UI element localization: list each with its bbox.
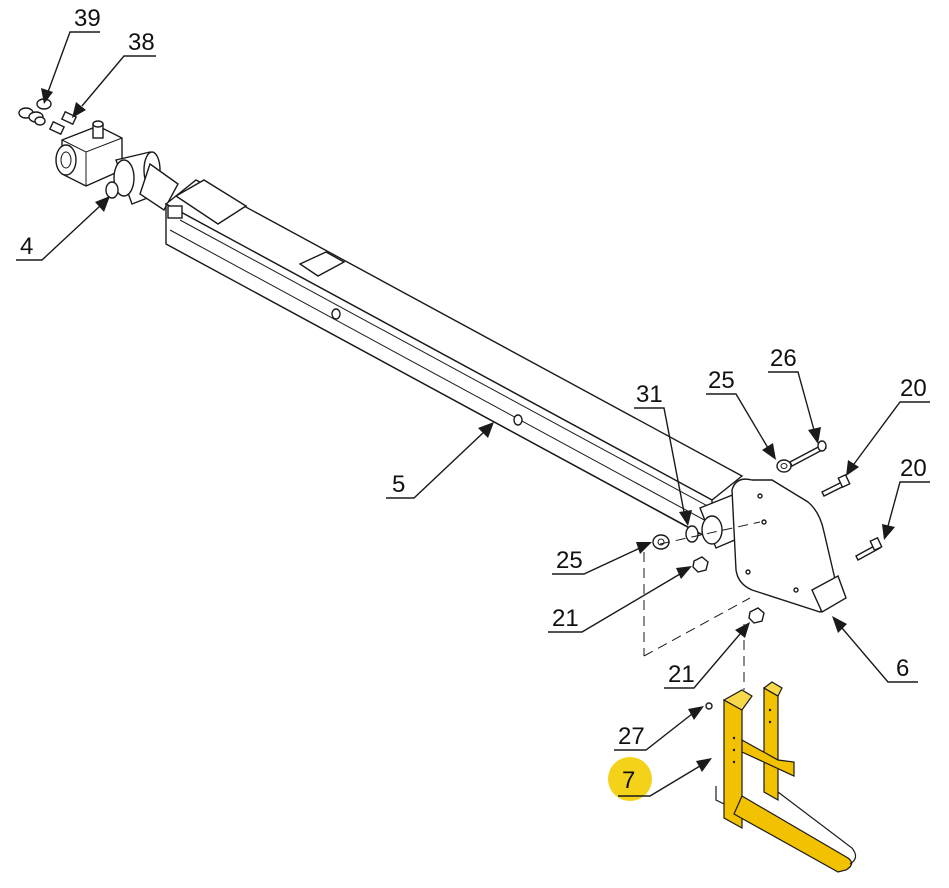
callout-label: 31 <box>636 381 663 408</box>
callout-20-bottom: 20 <box>882 455 930 540</box>
callout-label: 38 <box>128 29 155 56</box>
callout-label: 25 <box>556 547 583 574</box>
bolt-20-bottom <box>855 536 883 561</box>
nut-27 <box>705 702 713 710</box>
pin-26 <box>789 440 827 467</box>
callout-26: 26 <box>768 345 821 444</box>
callout-25-top: 25 <box>706 367 776 460</box>
callout-4: 4 <box>16 196 110 261</box>
callout-label: 20 <box>900 375 927 402</box>
callout-label: 27 <box>618 723 645 750</box>
pivot-plate-6 <box>731 478 847 613</box>
callout-31: 31 <box>634 381 692 526</box>
callout-label: 39 <box>74 5 101 32</box>
bolt-20-top <box>821 473 851 497</box>
callout-25-bottom: 25 <box>552 542 652 575</box>
washer-25-top <box>776 459 792 473</box>
fork-7 <box>715 681 857 873</box>
callout-label: 21 <box>668 661 695 688</box>
highlight-badge <box>608 757 652 801</box>
fitting-38-group <box>48 110 78 136</box>
callout-20-top: 20 <box>846 375 930 476</box>
callout-label: 20 <box>900 455 927 482</box>
callout-7: 7 <box>608 757 712 801</box>
nut-21-top <box>692 556 709 573</box>
washer-25-bottom <box>652 534 670 550</box>
callout-5: 5 <box>386 422 494 499</box>
cylinder-4 <box>55 120 179 212</box>
callout-21-top: 21 <box>548 566 692 633</box>
callout-label: 7 <box>622 767 635 794</box>
callout-label: 25 <box>708 367 735 394</box>
callout-6: 6 <box>832 616 918 683</box>
callout-label: 4 <box>20 233 33 260</box>
callout-21-bottom: 21 <box>664 622 750 689</box>
callout-label: 26 <box>770 345 797 372</box>
callout-label: 6 <box>896 655 909 682</box>
callout-label: 21 <box>552 605 579 632</box>
assembly-lines <box>643 521 761 690</box>
fitting-39-group <box>18 98 52 126</box>
boom-5 <box>164 179 745 549</box>
nut-21-bottom <box>748 607 765 624</box>
callout-27: 27 <box>614 706 704 751</box>
callout-label: 5 <box>392 471 405 498</box>
callout-39: 39 <box>41 5 101 104</box>
callout-38: 38 <box>72 29 156 118</box>
